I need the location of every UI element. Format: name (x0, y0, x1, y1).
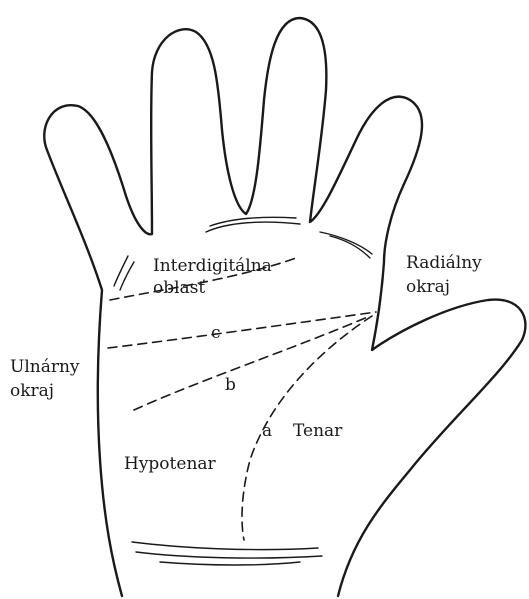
label-ulnar-line2: okraj (10, 380, 54, 402)
label-radial-line2: okraj (406, 276, 450, 298)
crease-little-base-2 (120, 262, 134, 290)
label-tenar: Tenar (293, 420, 342, 442)
label-line-c: c (211, 322, 221, 344)
label-radial-line1: Radiálny (406, 252, 482, 274)
crease-finger-base-4 (330, 236, 370, 258)
wrist-crease-1 (132, 542, 318, 550)
label-line-a: a (262, 420, 272, 442)
wrist-crease-3 (160, 562, 300, 565)
label-interdigital-line2: oblasť (153, 277, 205, 299)
hand-outline (44, 18, 525, 596)
crease-finger-base-3 (320, 232, 372, 254)
label-ulnar-line1: Ulnárny (10, 356, 80, 378)
wrist-crease-2 (136, 552, 322, 558)
line-b (134, 316, 370, 410)
crease-little-base-1 (114, 256, 128, 286)
label-line-b: b (225, 374, 236, 396)
label-hypotenar: Hypotenar (124, 453, 216, 475)
label-interdigital-line1: Interdigitálna (153, 255, 272, 277)
